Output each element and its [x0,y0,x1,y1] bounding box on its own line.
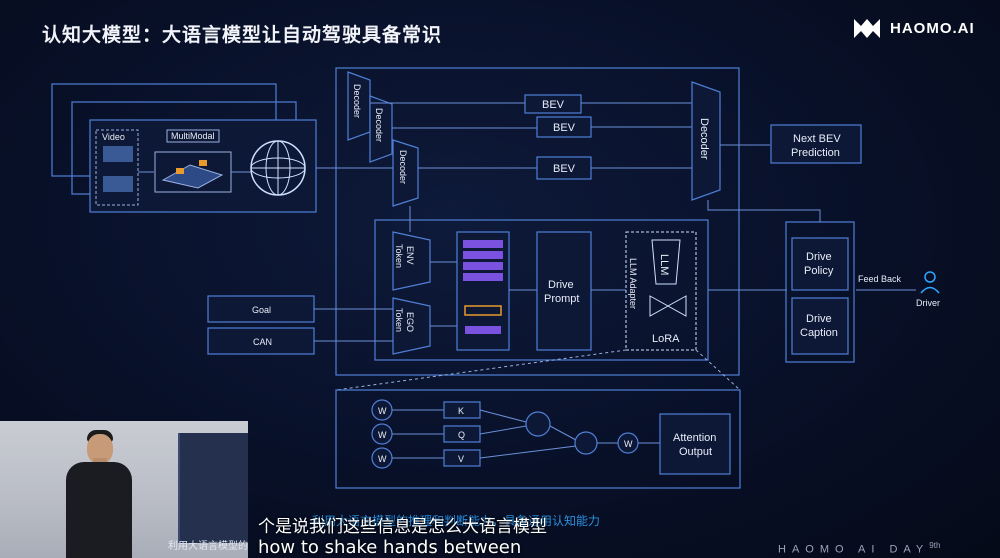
decoder-1: Decoder [347,71,371,141]
decoder-2: Decoder [369,95,393,163]
bev-box-3: BEV [536,156,592,180]
llm-adapter-box: LLM Adapter LLM LoRA [625,231,697,351]
driver-person-icon [920,271,940,294]
slide-caption: 利用大语言模型的推理和判断能力，具备通用认知能力 [312,514,601,528]
can-box: CAN [207,327,315,355]
svg-text:Drive: Drive [806,251,832,263]
svg-text:LLM Adapter: LLM Adapter [628,258,638,309]
drive-prompt-box: Drive Prompt [536,231,592,351]
subtitle-chinese: 个是说我们这些信息是怎么大语言模型 [258,517,547,537]
driver-label: Driver [916,298,940,308]
next-bev-prediction-box: Next BEV Prediction [770,124,862,164]
ego-token: EGO Token [392,297,431,355]
svg-text:Output: Output [679,446,712,458]
svg-text:ENV: ENV [405,246,415,265]
video-label: Video [102,132,125,142]
svg-text:Attention: Attention [673,432,716,444]
svg-text:Prompt: Prompt [544,293,579,305]
svg-text:LLM: LLM [658,254,670,275]
svg-text:W: W [378,406,387,416]
subtitle-english: how to shake hands between [258,537,522,558]
svg-text:Decoder: Decoder [698,118,710,160]
kqv-boxes: K Q V [443,401,577,467]
svg-text:W: W [378,430,387,440]
world-globe-icon [250,140,306,196]
svg-text:Prediction: Prediction [791,147,840,159]
matmul-node-2 [574,431,598,455]
drive-policy-box: Drive Policy [791,237,849,291]
drive-caption-box: Drive Caption [791,297,849,355]
svg-text:W: W [624,439,633,449]
decoder-3: Decoder [392,139,419,207]
logo-text: HAOMO.AI [890,19,975,37]
svg-text:Policy: Policy [804,265,834,277]
attention-weights: W W W [371,399,444,469]
bev-box-1: BEV [524,94,582,114]
svg-text:BEV: BEV [553,163,576,175]
svg-text:Drive: Drive [806,313,832,325]
svg-text:BEV: BEV [553,122,576,134]
inset-caption: 利用大语言模型的 [168,541,248,552]
multimodal-label: MultiModal [171,131,215,141]
svg-text:Decoder: Decoder [352,84,362,118]
svg-text:V: V [458,454,464,464]
bev-box-2: BEV [536,116,592,138]
decoder-main: Decoder [691,81,721,201]
svg-text:LoRA: LoRA [652,333,680,345]
svg-text:EGO: EGO [405,312,415,332]
svg-text:Decoder: Decoder [374,108,384,142]
svg-text:Token: Token [394,308,404,332]
matmul-node-1 [525,411,551,437]
haomo-logo-icon [854,19,880,38]
feedback-label: Feed Back [858,274,902,284]
svg-text:Drive: Drive [548,279,574,291]
svg-text:Decoder: Decoder [398,150,408,184]
svg-text:Goal: Goal [252,305,271,315]
token-stack [456,231,510,351]
haomo-logo: HAOMO.AI [852,16,975,40]
attention-block [335,389,741,489]
env-token: ENV Token [392,231,431,291]
attention-output-box: Attention Output [659,413,731,475]
slide-title: 认知大模型：大语言模型让自动驾驶具备常识 [42,24,443,46]
svg-text:W: W [378,454,387,464]
svg-text:K: K [458,406,464,416]
svg-text:CAN: CAN [253,337,272,347]
svg-text:BEV: BEV [542,99,565,111]
svg-text:Q: Q [458,430,465,440]
goal-box: Goal [207,295,315,323]
input-frames: Video MultiModal [51,83,317,213]
svg-text:Next BEV: Next BEV [793,133,841,145]
svg-text:Caption: Caption [800,327,838,339]
background-slide-screen [178,433,248,543]
speaker-body [66,462,132,558]
model-container [335,67,740,376]
svg-text:Token: Token [394,244,404,268]
event-mark: HAOMO AI DAY9th [778,541,941,556]
